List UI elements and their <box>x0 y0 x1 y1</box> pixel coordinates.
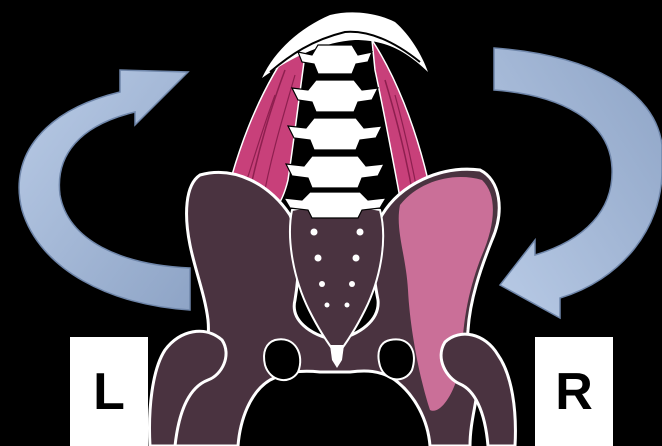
right-side-label: R <box>535 337 613 446</box>
right-side-label-text: R <box>555 362 593 422</box>
left-side-label-text: L <box>93 362 125 422</box>
left-side-label: L <box>70 337 148 446</box>
